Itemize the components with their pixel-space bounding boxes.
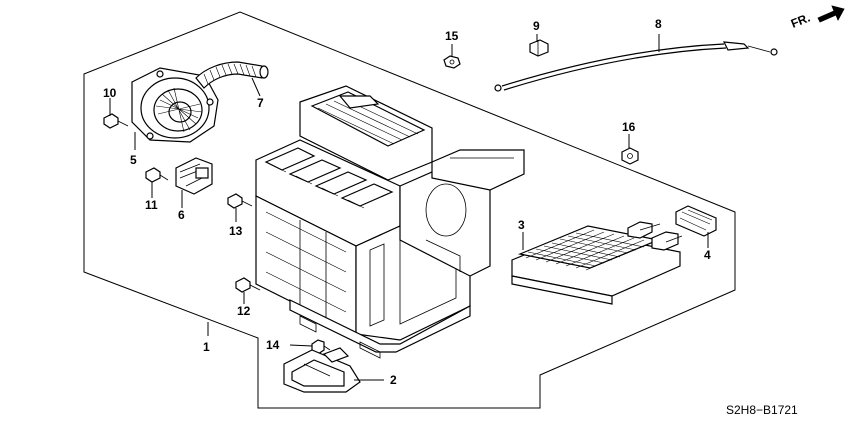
drain-hose [195,61,269,89]
callout-3: 3 [518,218,525,232]
callout-7: 7 [257,96,264,110]
front-direction-label: FR. [789,11,812,31]
screw-11 [145,167,169,183]
callout-16: 16 [622,120,636,134]
callout-14: 14 [266,338,280,352]
front-direction-arrow-icon [817,5,845,23]
leader-lines [109,34,709,381]
nut-15 [443,55,461,69]
callout-1: 1 [203,340,210,354]
callout-8: 8 [655,17,662,31]
blower-motor [131,67,219,143]
callout-6: 6 [178,208,185,222]
figure-code: S2H8−B1721 [726,403,798,417]
front-direction-indicator: FR. [789,5,845,31]
callout-15: 15 [445,29,459,43]
cable-clip [529,39,549,57]
nut-16 [621,147,639,165]
heater-core [511,221,683,305]
callout-9: 9 [533,19,540,33]
callout-labels: 1 2 3 4 5 6 7 8 9 10 11 12 13 14 15 16 [103,17,711,387]
heater-unit-housing [255,85,525,359]
assembly-boundary [83,11,736,409]
screw-12 [235,277,261,293]
screw-10 [103,113,129,129]
callout-2: 2 [390,373,397,387]
callout-13: 13 [229,224,243,238]
callout-12: 12 [237,304,251,318]
callout-11: 11 [145,198,158,212]
blower-resistor [175,157,213,195]
lower-cover [283,347,361,393]
core-seal [675,205,717,237]
control-cable [494,41,778,92]
callout-4: 4 [704,248,711,262]
screw-13 [227,193,253,209]
callout-5: 5 [130,153,137,167]
callout-10: 10 [103,86,117,100]
